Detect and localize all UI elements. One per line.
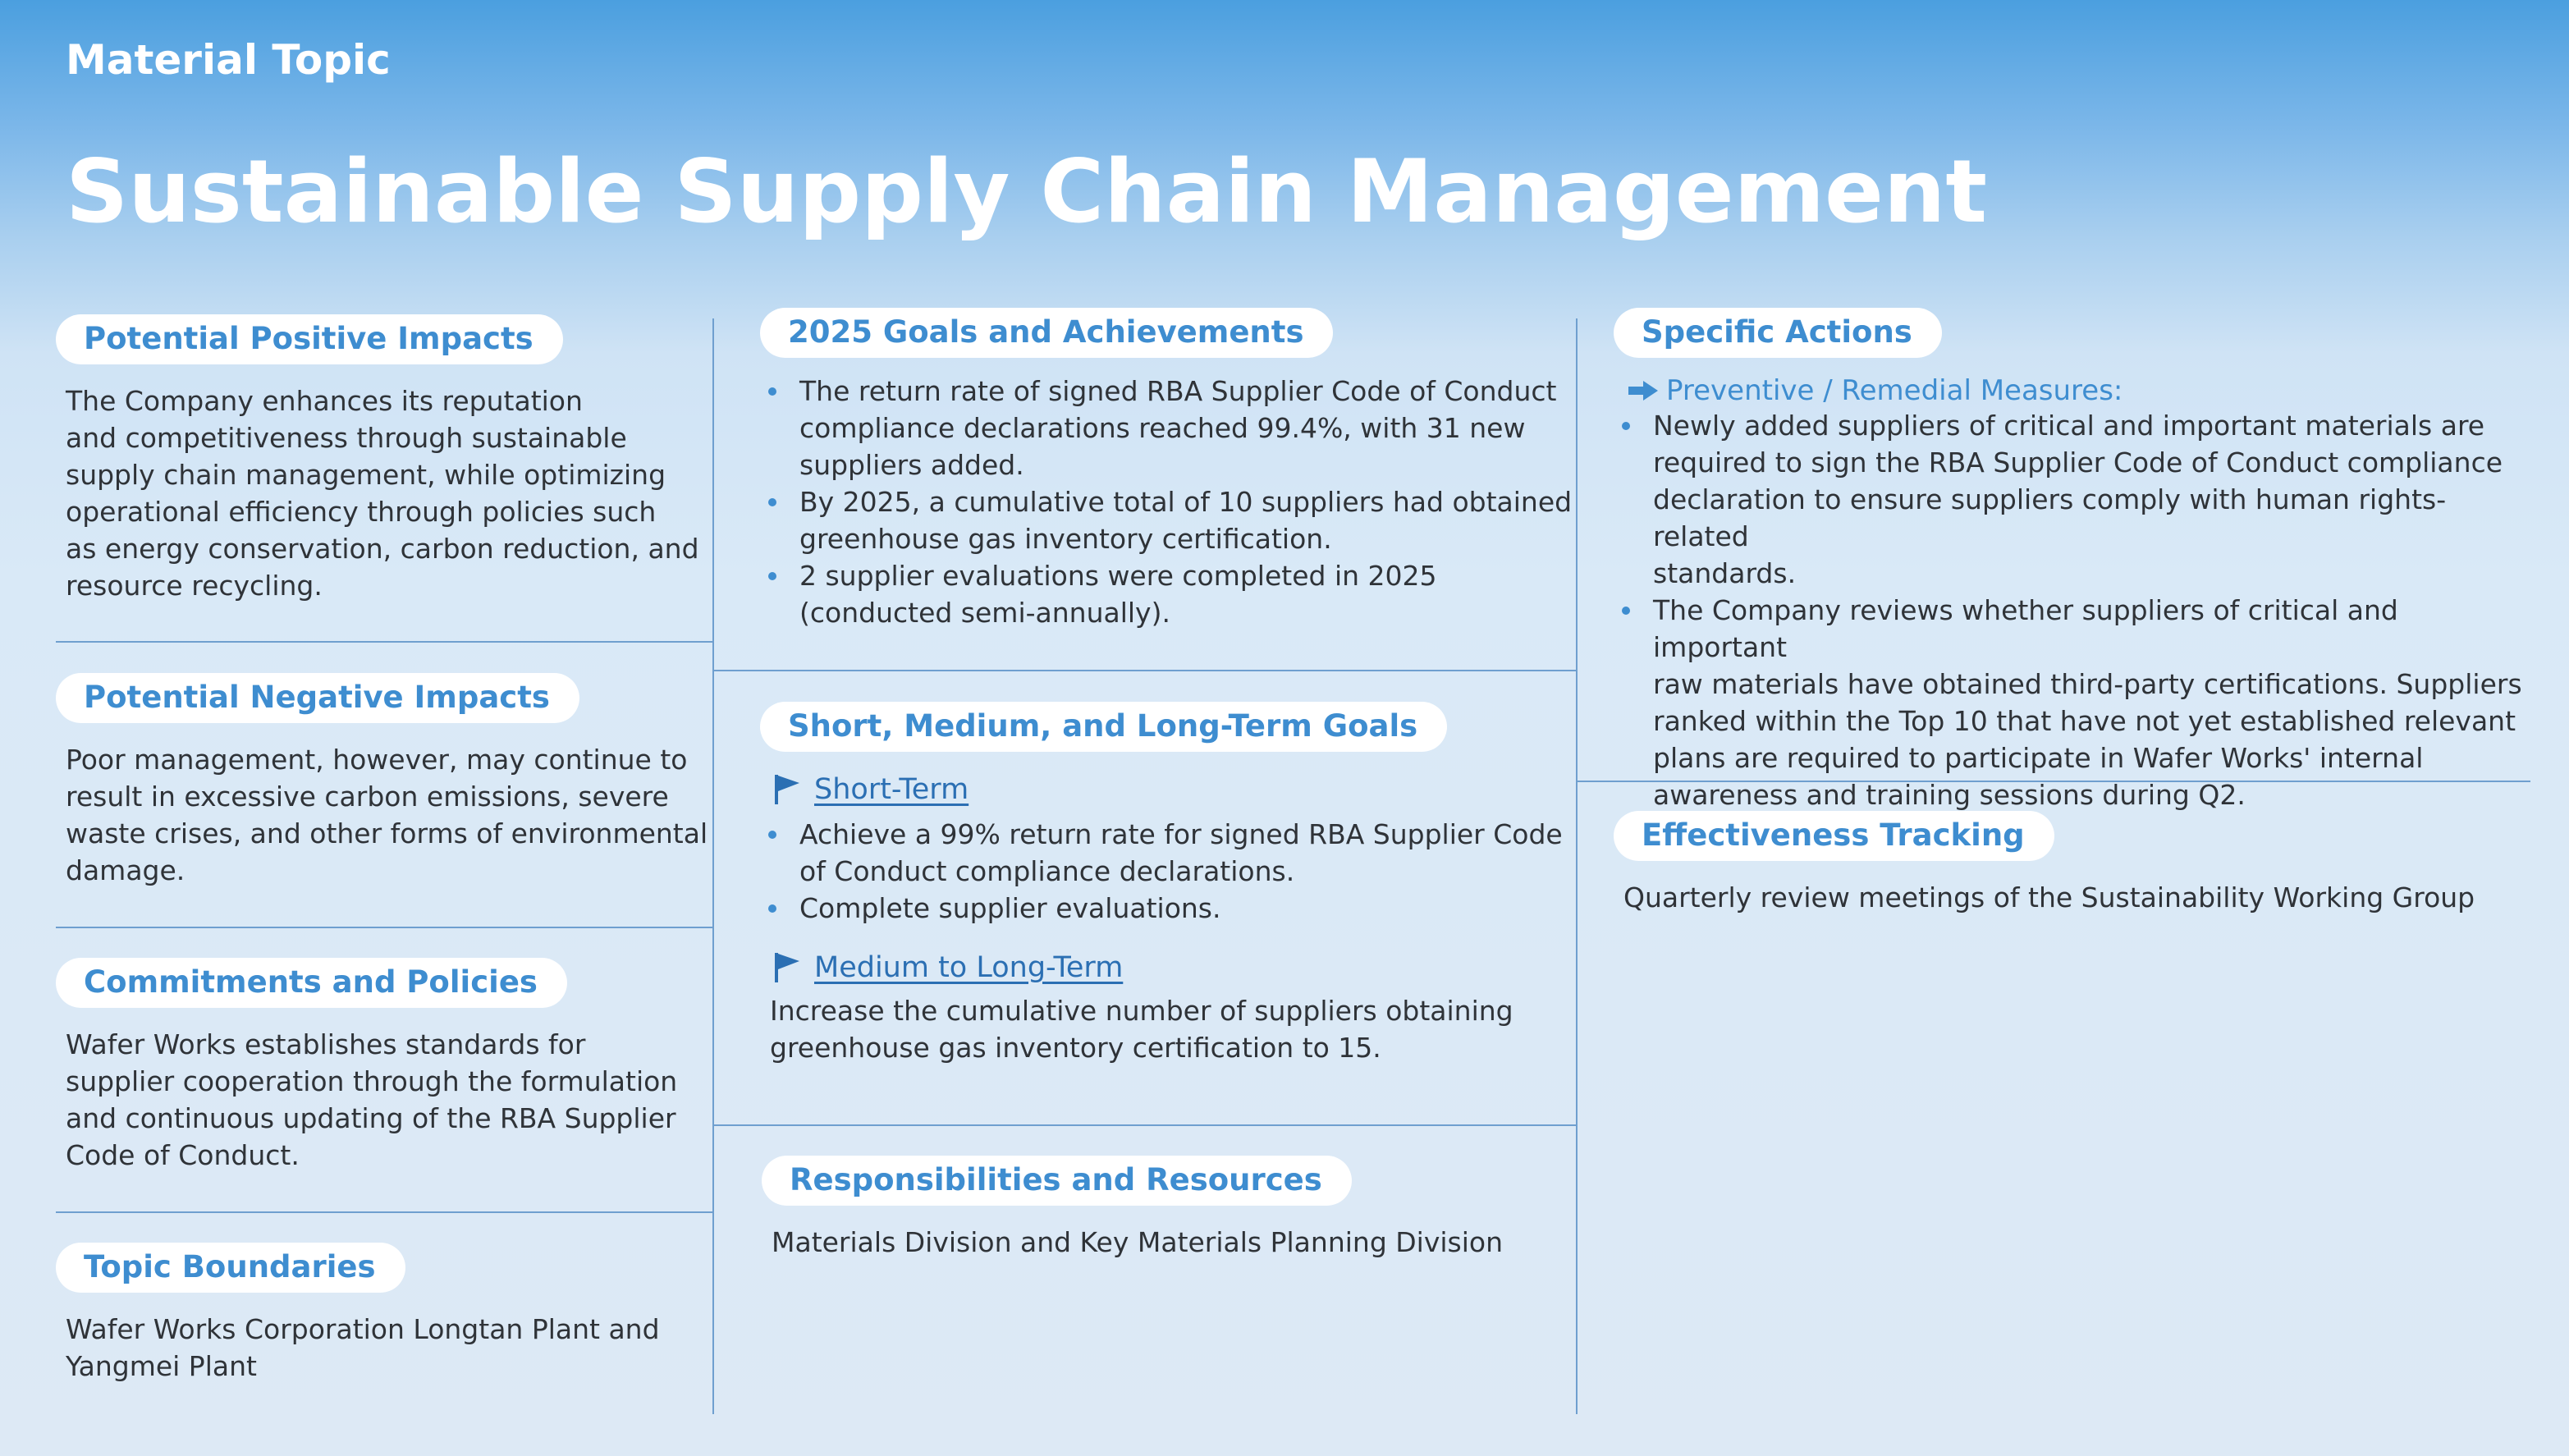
negative-impacts-text: Poor management, however, may continue t… <box>66 744 708 886</box>
left-divider-2 <box>56 927 713 928</box>
list-item: The Company reviews whether suppliers of… <box>1614 592 2533 813</box>
effectiveness-section: Effectiveness Tracking Quarterly review … <box>1614 811 2533 916</box>
flag-icon <box>775 775 799 804</box>
right-divider-1 <box>1577 781 2530 782</box>
medium-term-link[interactable]: Medium to Long-Term <box>773 951 1573 984</box>
left-divider-1 <box>56 641 713 643</box>
column-divider-1 <box>712 318 714 1414</box>
short-term-list: Achieve a 99% return rate for signed RBA… <box>760 816 1573 927</box>
measures-label: Preventive / Remedial Measures: <box>1666 374 2123 407</box>
list-item: The return rate of signed RBA Supplier C… <box>760 373 1573 483</box>
commitments-section: Commitments and Policies Wafer Works est… <box>56 958 712 1174</box>
list-item: Newly added suppliers of critical and im… <box>1614 407 2533 592</box>
negative-impacts-section: Potential Negative Impacts Poor manageme… <box>56 673 712 889</box>
list-item: By 2025, a cumulative total of 10 suppli… <box>760 483 1573 557</box>
column-divider-2 <box>1576 318 1578 1414</box>
term-goals-section: Short, Medium, and Long-Term Goals Short… <box>760 702 1573 1066</box>
list-item: Complete supplier evaluations. <box>760 890 1573 927</box>
middle-divider-1 <box>713 670 1577 671</box>
responsibilities-section: Responsibilities and Resources Materials… <box>762 1156 1574 1261</box>
commitments-text: Wafer Works establishes standards for su… <box>66 1028 678 1171</box>
left-divider-3 <box>56 1211 713 1213</box>
measures-heading: Preventive / Remedial Measures: <box>1627 374 2533 407</box>
list-item: Achieve a 99% return rate for signed RBA… <box>760 816 1573 890</box>
boundaries-text: Wafer Works Corporation Longtan Plant an… <box>66 1313 660 1382</box>
boundaries-heading: Topic Boundaries <box>56 1243 405 1293</box>
medium-term-text: Increase the cumulative number of suppli… <box>770 995 1513 1064</box>
middle-divider-2 <box>713 1124 1577 1126</box>
actions-list: Newly added suppliers of critical and im… <box>1614 407 2533 813</box>
specific-actions-section: Specific Actions Preventive / Remedial M… <box>1614 308 2533 813</box>
positive-impacts-section: Potential Positive Impacts The Company e… <box>56 314 712 604</box>
list-item: 2 supplier evaluations were completed in… <box>760 557 1573 631</box>
goals-2025-heading: 2025 Goals and Achievements <box>760 308 1334 358</box>
medium-term-label: Medium to Long-Term <box>814 951 1124 984</box>
page-title: Sustainable Supply Chain Management <box>66 141 1988 242</box>
arrow-right-icon <box>1628 381 1658 401</box>
term-goals-heading: Short, Medium, and Long-Term Goals <box>760 702 1448 752</box>
topic-label: Material Topic <box>66 36 391 84</box>
specific-actions-heading: Specific Actions <box>1614 308 1942 358</box>
short-term-label: Short-Term <box>814 773 969 806</box>
effectiveness-text: Quarterly review meetings of the Sustain… <box>1623 881 2475 913</box>
goals-2025-list: The return rate of signed RBA Supplier C… <box>760 373 1573 631</box>
positive-impacts-text: The Company enhances its reputation and … <box>66 385 699 602</box>
positive-impacts-heading: Potential Positive Impacts <box>56 314 563 364</box>
goals-2025-section: 2025 Goals and Achievements The return r… <box>760 308 1573 631</box>
negative-impacts-heading: Potential Negative Impacts <box>56 673 579 723</box>
flag-icon <box>775 953 799 982</box>
boundaries-section: Topic Boundaries Wafer Works Corporation… <box>56 1243 712 1385</box>
responsibilities-text: Materials Division and Key Materials Pla… <box>772 1226 1503 1258</box>
short-term-link[interactable]: Short-Term <box>773 773 1573 806</box>
commitments-heading: Commitments and Policies <box>56 958 567 1008</box>
responsibilities-heading: Responsibilities and Resources <box>762 1156 1352 1206</box>
effectiveness-heading: Effectiveness Tracking <box>1614 811 2054 861</box>
